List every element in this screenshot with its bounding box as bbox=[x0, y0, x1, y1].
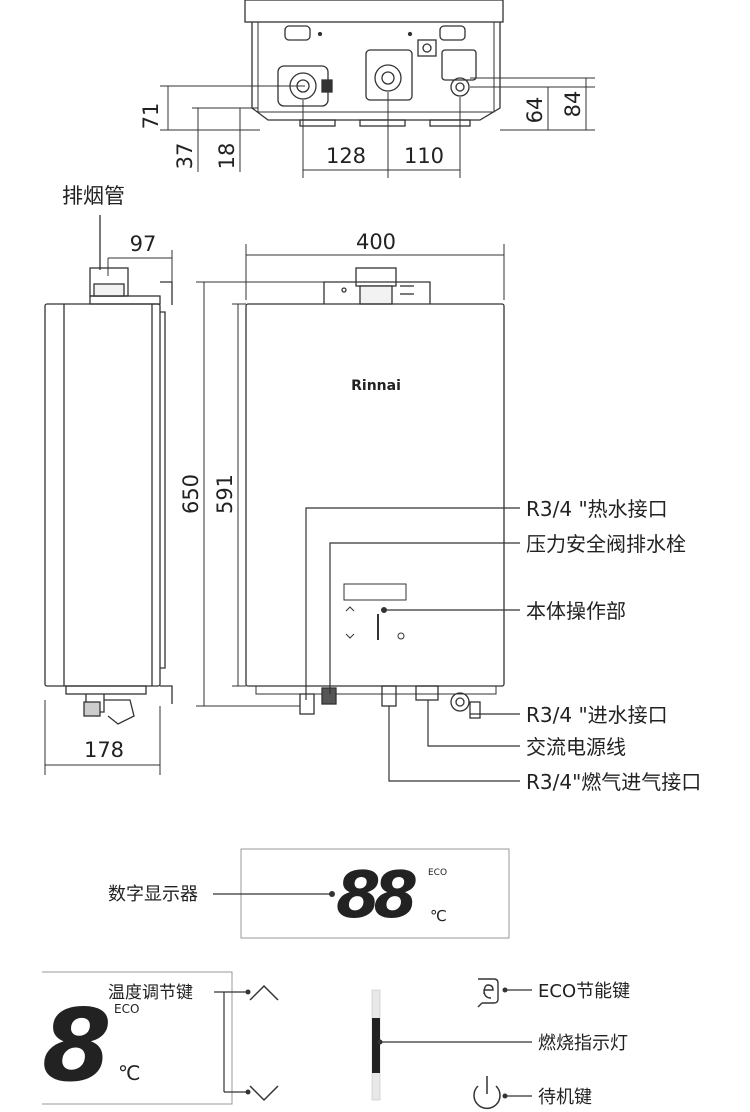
dim-64: 64 bbox=[523, 97, 547, 124]
callout-dot bbox=[381, 607, 387, 613]
side-view bbox=[44, 215, 173, 725]
control-panel-digit: 8 bbox=[42, 987, 112, 1104]
dim-84: 84 bbox=[561, 91, 585, 118]
dim-71: 71 bbox=[139, 103, 163, 130]
front-view bbox=[245, 267, 505, 719]
eco-key-label: ECO节能键 bbox=[538, 981, 630, 1002]
burn-indicator-label: 燃烧指示灯 bbox=[538, 1033, 628, 1054]
dim-18: 18 bbox=[215, 143, 239, 170]
temp-adjust-dot-up bbox=[245, 989, 251, 995]
bottom-view-dimensions bbox=[160, 77, 595, 178]
callout-water-inlet: R3/4 "进水接口 bbox=[526, 703, 668, 727]
standby-key-label: 待机键 bbox=[538, 1087, 592, 1108]
temp-adjust-dot-down bbox=[245, 1089, 251, 1095]
temperature-adjust-label: 温度调节键 bbox=[108, 983, 193, 1003]
side-view-dimensions bbox=[44, 250, 173, 775]
control-panel-eco: ECO bbox=[114, 1002, 139, 1016]
eco-key-dot bbox=[502, 987, 508, 993]
temp-down-icon[interactable] bbox=[249, 1085, 279, 1102]
control-panel-unit: ℃ bbox=[118, 1061, 140, 1085]
flue-pipe-label: 排烟管 bbox=[62, 184, 125, 208]
standby-power-icon[interactable] bbox=[473, 1076, 501, 1110]
digital-display-digits: 88 bbox=[336, 859, 418, 933]
dim-400: 400 bbox=[356, 230, 396, 254]
standby-key-dot bbox=[502, 1093, 508, 1099]
dim-178: 178 bbox=[84, 738, 124, 762]
digital-display-eco: ECO bbox=[428, 868, 447, 878]
callout-hot-water-inlet: R3/4 "热水接口 bbox=[526, 497, 668, 521]
dim-128: 128 bbox=[326, 144, 366, 168]
dim-591: 591 bbox=[213, 474, 237, 514]
digital-display-label: 数字显示器 bbox=[108, 884, 198, 905]
callout-power-cord: 交流电源线 bbox=[526, 735, 626, 759]
callout-operation-panel: 本体操作部 bbox=[526, 599, 626, 623]
dim-110: 110 bbox=[404, 144, 444, 168]
callout-pressure-relief-valve: 压力安全阀排水栓 bbox=[526, 532, 686, 556]
dim-37: 37 bbox=[173, 143, 197, 170]
temp-up-icon[interactable] bbox=[249, 984, 279, 1001]
digital-display-dot bbox=[329, 891, 335, 897]
dim-650: 650 bbox=[179, 474, 203, 514]
front-view-dimensions bbox=[196, 244, 505, 707]
burn-indicator-icon bbox=[371, 989, 381, 1101]
temperature-adjust-keys bbox=[214, 991, 248, 1093]
eco-key-icon[interactable] bbox=[477, 978, 499, 1008]
bottom-view bbox=[244, 0, 504, 127]
dim-97: 97 bbox=[130, 232, 157, 256]
callout-gas-inlet: R3/4"燃气进气接口 bbox=[526, 770, 701, 794]
callout-leaders bbox=[305, 507, 520, 782]
digital-display-unit: ℃ bbox=[430, 907, 447, 925]
burn-indicator-dot bbox=[377, 1039, 383, 1045]
brand-logo-text: Rinnai bbox=[351, 378, 401, 394]
control-panel-frame bbox=[42, 971, 233, 1105]
